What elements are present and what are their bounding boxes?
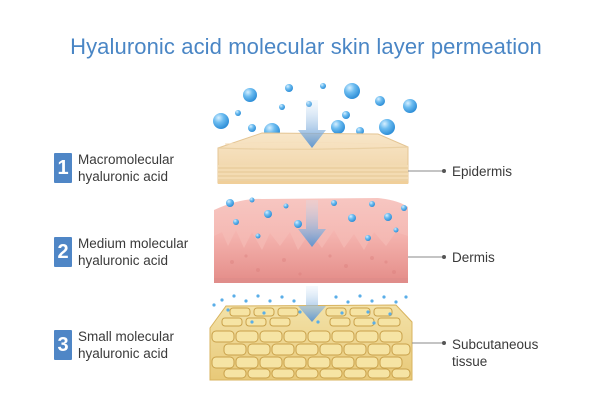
- layer-label-epidermis: Epidermis: [452, 163, 512, 180]
- step-label: Medium molecular hyaluronic acid: [78, 235, 188, 269]
- page-title: Hyaluronic acid molecular skin layer per…: [70, 34, 542, 59]
- step-label: Macromolecular hyaluronic acid: [78, 151, 174, 185]
- step-label-line: Small molecular: [78, 329, 175, 344]
- subcutaneous-layer: [209, 304, 413, 381]
- arrow-down-icon: [298, 100, 326, 148]
- step-number-badge: 2: [54, 237, 72, 267]
- leader-dot: [442, 169, 446, 173]
- arrow-down-icon: [298, 286, 326, 322]
- leader-dot: [442, 255, 446, 259]
- step-label-line: hyaluronic acid: [78, 346, 169, 361]
- epidermis-layer: [217, 132, 409, 184]
- step-label-line: hyaluronic acid: [78, 253, 169, 268]
- layer-label-line: Subcutaneous: [452, 337, 539, 352]
- layer-label-subcutaneous: Subcutaneous tissue: [452, 336, 538, 370]
- step-number-badge: 3: [54, 330, 72, 360]
- leader-dot: [442, 341, 446, 345]
- step-label-line: hyaluronic acid: [78, 169, 169, 184]
- layer-label-line: Dermis: [452, 250, 495, 265]
- step-number-badge: 1: [54, 153, 72, 183]
- leader-lines: [408, 170, 444, 344]
- medium-molecule-bubbles: [226, 197, 407, 241]
- layer-label-line: Epidermis: [452, 164, 513, 179]
- step-1: 1 Macromolecular hyaluronic acid: [54, 151, 174, 185]
- step-label-line: Medium molecular: [78, 236, 189, 251]
- layer-label-line: tissue: [452, 354, 488, 369]
- step-label-line: Macromolecular: [78, 152, 175, 167]
- small-molecule-dots: [212, 294, 408, 325]
- step-2: 2 Medium molecular hyaluronic acid: [54, 235, 188, 269]
- layer-label-dermis: Dermis: [452, 249, 495, 266]
- step-label: Small molecular hyaluronic acid: [78, 328, 174, 362]
- arrow-down-icon: [298, 200, 326, 247]
- step-3: 3 Small molecular hyaluronic acid: [54, 328, 174, 362]
